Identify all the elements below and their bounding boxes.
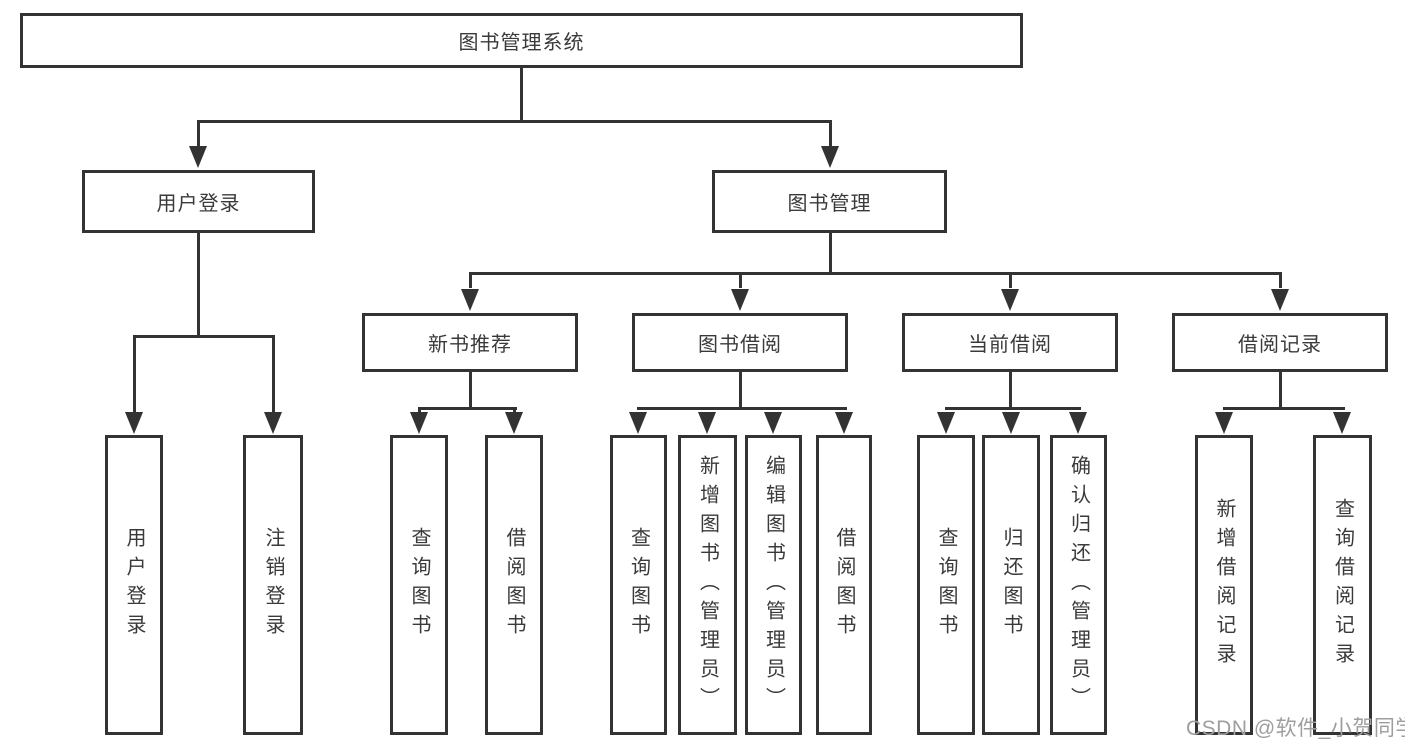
- node-label: 当前借阅: [968, 334, 1052, 356]
- connector-line: [196, 120, 200, 152]
- node-label: 编辑图书（管理员）: [762, 454, 785, 716]
- leaf-logout: 注销登录: [243, 435, 303, 735]
- node-new-book-recommendation: 新书推荐: [362, 313, 578, 372]
- node-current-borrowing: 当前借阅: [902, 313, 1118, 372]
- connector-line: [512, 407, 516, 415]
- connector-line: [738, 272, 742, 288]
- connector-line: [468, 272, 1282, 275]
- node-label: 图书管理: [787, 193, 872, 215]
- connector-line: [1008, 372, 1012, 410]
- leaf-add-book-admin: 新增图书（管理员）: [678, 435, 737, 735]
- connector-line: [271, 335, 275, 414]
- node-book-borrowing: 图书借阅: [632, 313, 848, 372]
- connector-line: [468, 272, 472, 288]
- connector-line: [132, 335, 275, 338]
- leaf-user-login: 用户登录: [105, 435, 163, 735]
- node-library-management-system: 图书管理系统: [20, 13, 1023, 68]
- connector-line: [1222, 407, 1345, 410]
- connector-line: [636, 407, 847, 410]
- node-book-management: 图书管理: [712, 170, 947, 233]
- node-borrowing-records: 借阅记录: [1172, 313, 1388, 372]
- leaf-edit-book-admin: 编辑图书（管理员）: [745, 435, 802, 735]
- arrowhead-down-icon: [461, 289, 479, 311]
- node-label: 查询图书: [935, 527, 957, 643]
- leaf-query-book-current: 查询图书: [917, 435, 975, 735]
- leaf-query-book-recommend: 查询图书: [390, 435, 448, 735]
- arrowhead-down-icon: [189, 146, 207, 168]
- node-label: 新书推荐: [428, 334, 512, 356]
- connector-line: [417, 407, 421, 415]
- node-label: 查询借阅记录: [1331, 498, 1354, 672]
- leaf-borrow-book-recommend: 借阅图书: [485, 435, 543, 735]
- arrowhead-down-icon: [731, 289, 749, 311]
- arrowhead-down-icon: [629, 412, 647, 434]
- arrowhead-down-icon: [1215, 412, 1233, 434]
- arrowhead-down-icon: [937, 412, 955, 434]
- arrowhead-down-icon: [410, 412, 428, 434]
- connector-line: [417, 407, 517, 410]
- csdn-watermark: CSDN @软件_小贺同学: [1186, 717, 1405, 740]
- connector-line: [828, 120, 832, 152]
- connector-line: [944, 407, 1081, 410]
- node-label: 借阅图书: [503, 527, 525, 643]
- node-label: 借阅图书: [833, 527, 855, 643]
- arrowhead-down-icon: [1001, 289, 1019, 311]
- connector-line: [1008, 272, 1012, 288]
- node-label: 查询图书: [408, 527, 430, 643]
- leaf-confirm-return-admin: 确认归还（管理员）: [1050, 435, 1107, 735]
- arrowhead-down-icon: [1069, 412, 1087, 434]
- arrowhead-down-icon: [1333, 412, 1351, 434]
- node-label: 新增图书（管理员）: [696, 454, 719, 716]
- leaf-borrow-book: 借阅图书: [816, 435, 872, 735]
- leaf-add-borrow-record: 新增借阅记录: [1195, 435, 1253, 735]
- arrowhead-down-icon: [505, 412, 523, 434]
- node-label: 查询图书: [627, 527, 650, 643]
- connector-line: [468, 372, 472, 410]
- arrowhead-down-icon: [698, 412, 716, 434]
- connector-line: [828, 233, 832, 275]
- node-label: 用户登录: [123, 527, 145, 643]
- arrowhead-down-icon: [764, 412, 782, 434]
- node-label: 图书管理系统: [458, 32, 585, 54]
- connector-line: [132, 335, 136, 414]
- node-label: 归还图书: [1000, 527, 1022, 643]
- node-label: 确认归还（管理员）: [1067, 454, 1090, 716]
- arrowhead-down-icon: [821, 146, 839, 168]
- arrowhead-down-icon: [125, 412, 143, 434]
- leaf-query-book-borrowing: 查询图书: [610, 435, 667, 735]
- arrowhead-down-icon: [264, 412, 282, 434]
- leaf-query-borrow-record: 查询借阅记录: [1313, 435, 1372, 735]
- connector-line: [1278, 272, 1282, 288]
- arrowhead-down-icon: [835, 412, 853, 434]
- node-label: 用户登录: [156, 193, 241, 215]
- connector-line: [519, 68, 523, 120]
- node-label: 注销登录: [262, 527, 284, 643]
- node-label: 新增借阅记录: [1213, 498, 1235, 672]
- connector-line: [1278, 372, 1282, 410]
- arrowhead-down-icon: [1271, 289, 1289, 311]
- node-label: 借阅记录: [1238, 334, 1322, 356]
- node-label: 图书借阅: [698, 334, 782, 356]
- connector-line: [196, 120, 832, 123]
- connector-line: [196, 233, 200, 335]
- leaf-return-book: 归还图书: [982, 435, 1040, 735]
- connector-line: [738, 372, 742, 410]
- node-user-login: 用户登录: [82, 170, 315, 233]
- arrowhead-down-icon: [1002, 412, 1020, 434]
